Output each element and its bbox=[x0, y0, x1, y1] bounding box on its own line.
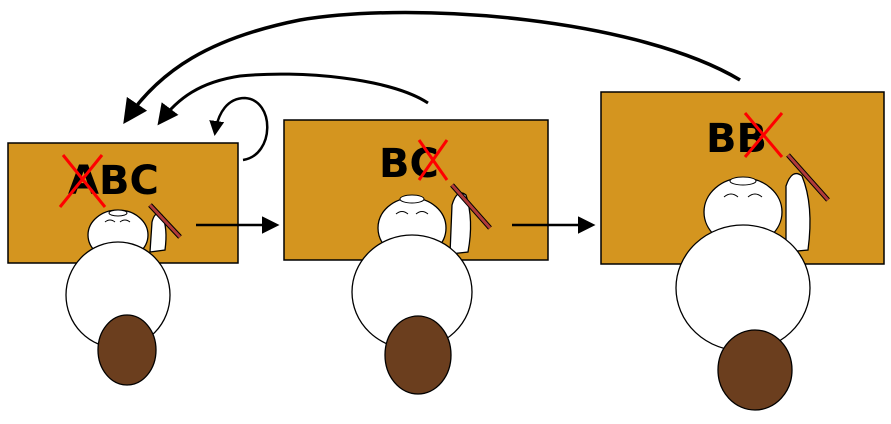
person-3 bbox=[675, 153, 830, 411]
arrow-panel3-to-panel1 bbox=[123, 10, 741, 125]
pencil-icon-1 bbox=[148, 203, 182, 239]
arrow-panel2-to-panel1 bbox=[157, 72, 429, 126]
arm-3 bbox=[785, 172, 811, 253]
hair-1 bbox=[97, 314, 157, 386]
panel-1: ABC bbox=[7, 142, 239, 386]
board-3-letters: BB bbox=[706, 116, 767, 162]
pencil-icon-2 bbox=[450, 183, 492, 230]
panel-2: BC bbox=[283, 119, 549, 395]
arrow-panel1-self-loop bbox=[209, 96, 269, 162]
hair-2 bbox=[384, 315, 452, 395]
person-2 bbox=[351, 183, 492, 395]
person-1 bbox=[65, 203, 182, 386]
cross-mark-2 bbox=[417, 139, 449, 181]
pencil-icon-3 bbox=[786, 153, 830, 202]
cross-mark-1 bbox=[58, 154, 107, 208]
hair-3 bbox=[717, 329, 793, 411]
cross-mark-3 bbox=[743, 112, 784, 158]
arm-2 bbox=[449, 192, 472, 255]
panel-3: BB bbox=[600, 91, 885, 411]
